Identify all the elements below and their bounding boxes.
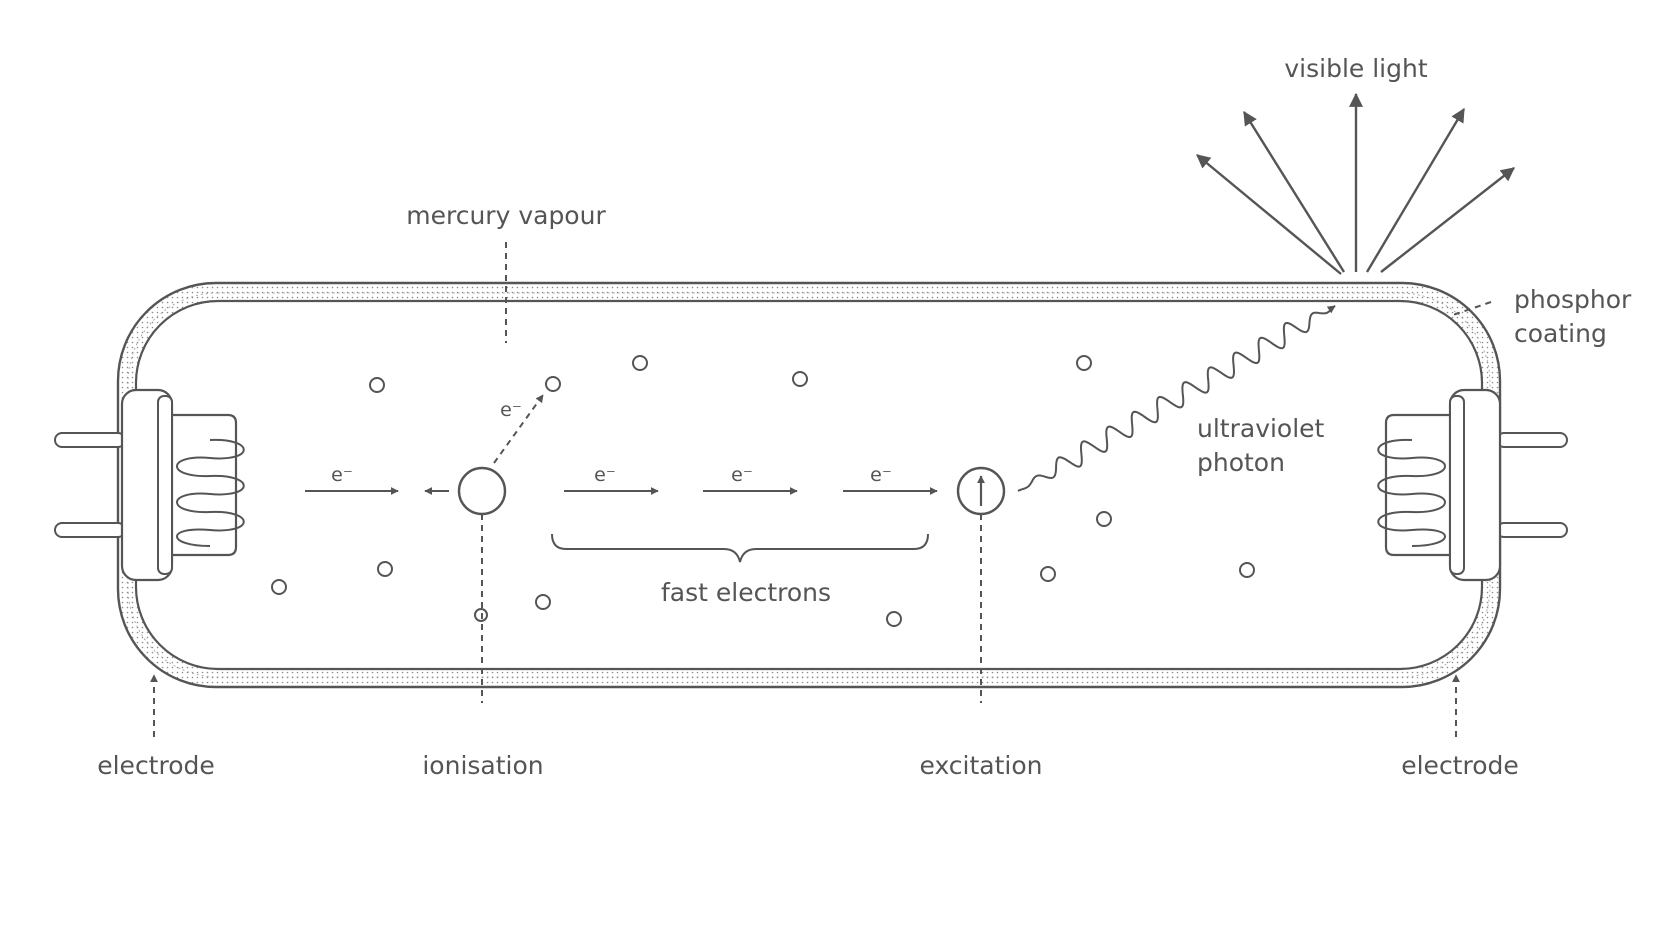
mercury-atom [632, 355, 648, 371]
filament-coil-right [1377, 438, 1446, 547]
mercury-atom [369, 377, 385, 393]
mercury-atom [377, 561, 393, 577]
electron-symbol: e⁻ [870, 464, 892, 486]
ejected-electron [545, 376, 561, 392]
leader-phosphor-coating [1449, 301, 1492, 317]
electrode-cap-left-inner [157, 395, 173, 575]
light-ray [1365, 107, 1466, 273]
mercury-atom [1076, 355, 1092, 371]
label-phosphor-coating-2: coating [1514, 319, 1607, 348]
label-fast-electrons: fast electrons [661, 578, 831, 607]
pin-left-bottom [54, 522, 126, 538]
filament-holder-right [1384, 413, 1450, 557]
label-excitation: excitation [920, 751, 1043, 780]
mercury-atoms [271, 355, 1255, 627]
pin-right-top [1496, 432, 1568, 448]
electron-symbol: e⁻ [594, 464, 616, 486]
visible-light-rays [1196, 92, 1515, 275]
label-visible-light: visible light [1284, 54, 1427, 83]
ionisation-atom [457, 466, 507, 516]
leader-lines [150, 242, 1492, 737]
electron-symbol: e⁻ [731, 464, 753, 486]
ultraviolet-photon-wave [1017, 305, 1336, 492]
mercury-atom [535, 594, 551, 610]
mercury-atom [271, 579, 287, 595]
tube [116, 281, 1502, 689]
light-ray [1242, 111, 1346, 273]
light-ray [1380, 167, 1515, 273]
light-ray [1196, 154, 1342, 275]
mercury-atom [1040, 566, 1056, 582]
electron-flow [305, 376, 938, 495]
mercury-atom [1096, 511, 1112, 527]
label-ultraviolet-photon-1: ultraviolet [1197, 414, 1325, 443]
label-mercury-vapour: mercury vapour [406, 201, 606, 230]
electron-symbol: e⁻ [500, 399, 522, 421]
label-ultraviolet-photon-2: photon [1197, 448, 1285, 477]
label-electrode-left: electrode [97, 751, 215, 780]
mercury-atom [792, 371, 808, 387]
filament-holder-left [172, 413, 238, 557]
electrode-right-assembly [1377, 388, 1568, 582]
fast-electrons-brace [551, 533, 929, 563]
label-ionisation: ionisation [422, 751, 543, 780]
filament-coil-left [176, 438, 245, 547]
electrode-left-assembly [54, 388, 245, 582]
pin-left-top [54, 432, 126, 448]
pin-right-bottom [1496, 522, 1568, 538]
label-phosphor-coating-1: phosphor [1514, 285, 1632, 314]
mercury-atom [1239, 562, 1255, 578]
electron-symbol: e⁻ [331, 464, 353, 486]
label-electrode-right: electrode [1401, 751, 1519, 780]
ejected-electron-arrow [493, 394, 544, 464]
mercury-atom [886, 611, 902, 627]
electrode-cap-right-inner [1449, 395, 1465, 575]
